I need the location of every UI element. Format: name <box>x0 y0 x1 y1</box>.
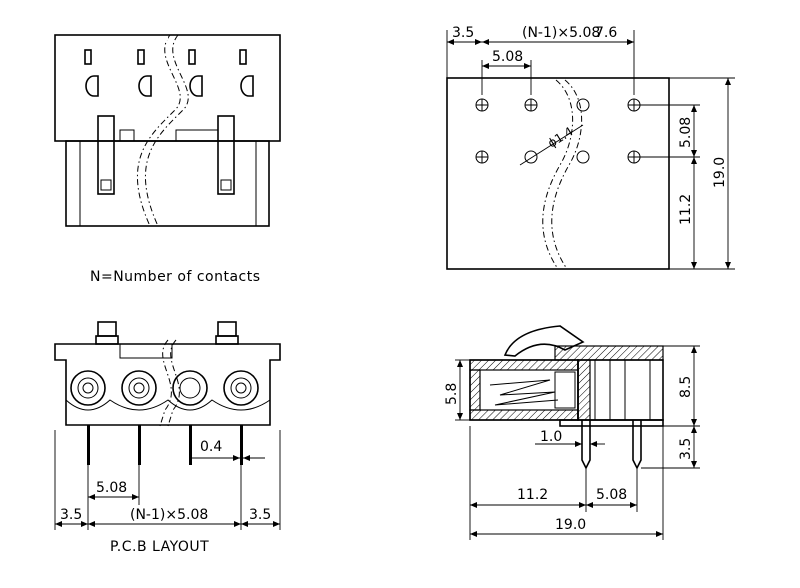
terminal-openings <box>65 370 271 411</box>
dim-row-spacing: 5.08 <box>678 117 694 148</box>
dim-lower-height: 11.2 <box>678 194 694 225</box>
hole-diameter-label: ϕ1.4 <box>545 124 575 150</box>
top-view: ϕ1.4 3.5 (N-1)×5.08 7.6 5.08 5.08 11.2 1… <box>446 25 735 270</box>
pcb-layout-caption: P.C.B LAYOUT <box>110 539 209 555</box>
plug-elevation-view <box>54 34 281 227</box>
dim-pitch: 5.08 <box>492 49 523 65</box>
pins <box>87 425 243 465</box>
n-definition-note: N=Number of contacts <box>90 269 261 285</box>
break-line <box>136 34 181 227</box>
dim-right-margin: 3.5 <box>249 507 271 523</box>
dim-right-offset: 7.6 <box>595 25 617 41</box>
dim-total-pitch: (N-1)×5.08 <box>522 25 600 41</box>
screw-heads <box>85 75 254 97</box>
pcb-holes <box>475 98 641 164</box>
dim-pin-length: 3.5 <box>678 438 694 460</box>
dim-height-right: 8.5 <box>678 376 694 398</box>
dim-pitch: 5.08 <box>96 480 127 496</box>
break-line <box>144 34 189 227</box>
dim-pin-diameter: 1.0 <box>540 429 562 445</box>
dim-height-left: 5.8 <box>444 383 460 405</box>
dim-total-length: 19.0 <box>555 517 586 533</box>
dim-left-margin: 3.5 <box>452 25 474 41</box>
wire-entry-slots <box>84 49 247 65</box>
dim-total-height: 19.0 <box>712 157 728 188</box>
dim-pin-width: 0.4 <box>200 439 222 455</box>
dim-offset: 11.2 <box>517 487 548 503</box>
dim-left-margin: 3.5 <box>60 507 82 523</box>
dim-side-pitch: 5.08 <box>596 487 627 503</box>
side-view: 5.8 8.5 3.5 1.0 11.2 5.08 19.0 <box>444 325 700 540</box>
front-view: 0.4 5.08 3.5 (N-1)×5.08 3.5 <box>54 321 281 530</box>
dim-total-pitch: (N-1)×5.08 <box>130 507 208 523</box>
latch-tongues <box>97 115 235 195</box>
